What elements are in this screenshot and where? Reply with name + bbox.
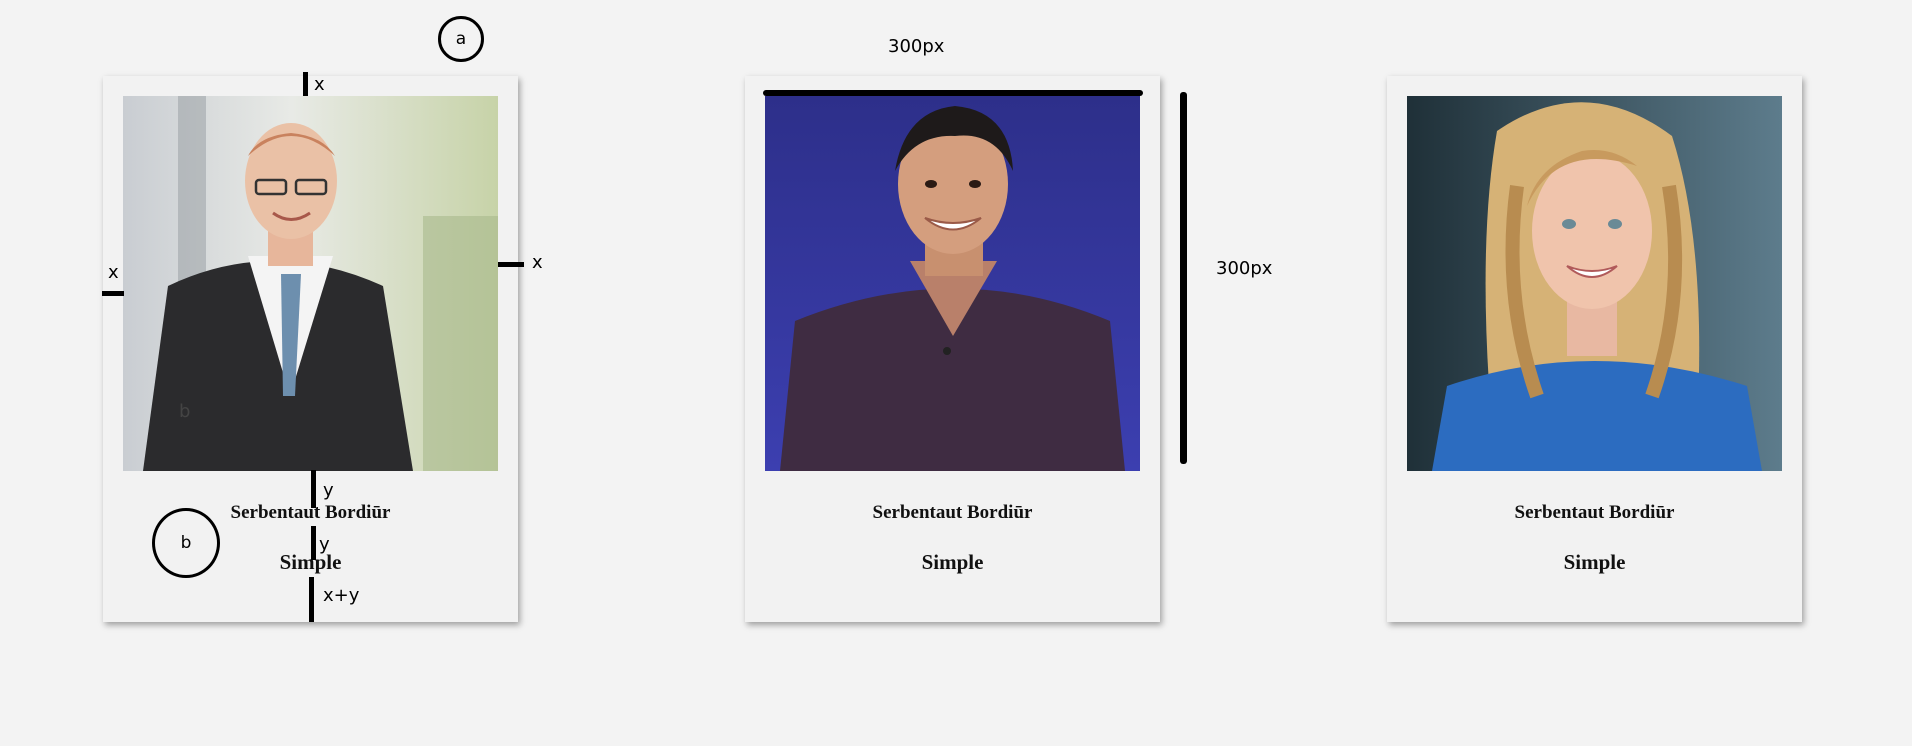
card-name: Serbentaut Bordiūr	[872, 502, 1033, 523]
x-plus-y-label: x+y	[323, 585, 360, 606]
card-role: Simple	[1563, 550, 1626, 574]
card-name: Serbentaut Bordiūr	[230, 502, 391, 523]
annotation-circle-b: b	[152, 508, 220, 578]
profile-photo-2	[765, 96, 1140, 471]
y-lower-label: y	[319, 534, 330, 555]
height-dimension-label: 300px	[1216, 258, 1273, 279]
annotation-circle-a: a	[438, 16, 484, 62]
card-name: Serbentaut Bordiūr	[1514, 502, 1675, 523]
profile-card-3: Serbentaut Bordiūr Simple	[1387, 76, 1802, 622]
card-role: Simple	[921, 550, 984, 574]
width-dimension-label: 300px	[888, 36, 945, 57]
x-left-label: x	[108, 262, 119, 283]
spacing-y-lower-marker	[311, 526, 316, 560]
profile-card-2: Serbentaut Bordiūr Simple	[745, 76, 1160, 622]
margin-top-marker	[303, 72, 308, 96]
card-role: Simple	[279, 550, 342, 574]
height-dimension-line	[1180, 92, 1187, 464]
y-upper-label: y	[323, 480, 334, 501]
b-faint-label: b	[179, 401, 191, 422]
margin-right-marker	[498, 262, 524, 267]
width-dimension-line	[763, 90, 1143, 96]
x-right-label: x	[532, 252, 543, 273]
margin-left-marker	[102, 291, 124, 296]
x-top-label: x	[314, 74, 325, 95]
profile-photo-1	[123, 96, 498, 471]
profile-card-1: Serbentaut Bordiūr Simple	[103, 76, 518, 622]
profile-photo-3	[1407, 96, 1782, 471]
spacing-y-upper-marker	[311, 470, 316, 508]
spacing-bottom-marker	[309, 577, 314, 622]
